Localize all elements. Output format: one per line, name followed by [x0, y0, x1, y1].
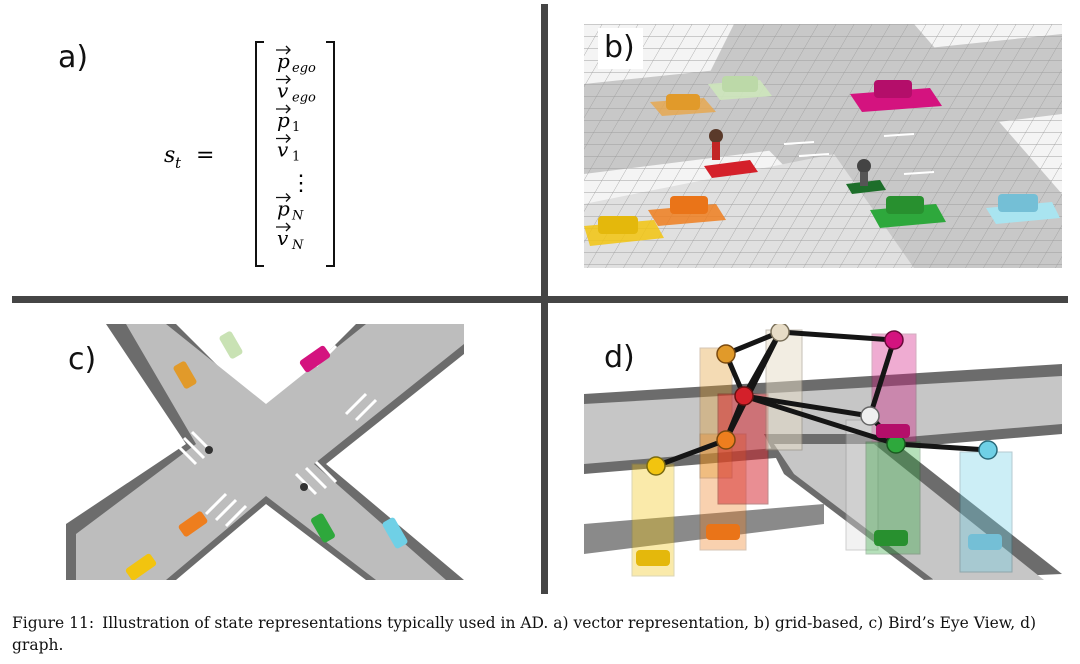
formula-equals: = [196, 143, 214, 168]
panel-label-b: b) [598, 28, 643, 69]
formula-subscript: N [291, 238, 304, 253]
panel-b: b) [584, 24, 1062, 268]
car-orange-bottom [670, 196, 708, 214]
grid-scene [584, 24, 1062, 268]
vector-arrow [276, 193, 291, 202]
vector-arrow [276, 222, 291, 232]
panel-label-d: d) [598, 338, 643, 379]
car-green [886, 196, 924, 214]
car-lightgreen [722, 76, 758, 92]
formula-lhs: s [164, 143, 175, 168]
formula-ellipsis: ⋮ [290, 171, 312, 196]
formula-subscript: ego [292, 61, 316, 76]
node-orange-top [716, 344, 736, 364]
graph-car-orange [706, 524, 740, 540]
formula-subscript: ego [292, 91, 316, 106]
column-cyan [959, 451, 1013, 573]
node-yellow [646, 456, 666, 476]
vector-arrow [276, 104, 291, 114]
caption-text: Illustration of state representations ty… [12, 614, 1037, 654]
pedestrian-2 [857, 159, 871, 173]
formula-subscript: 1 [292, 150, 300, 165]
car-orange-top [666, 94, 700, 110]
node-cyan [978, 440, 998, 460]
formula-symbol: p [277, 49, 290, 73]
graph-car-magenta [876, 424, 910, 438]
divider-horizontal [12, 296, 1068, 303]
formula-symbol: v [277, 138, 289, 162]
formula-symbol: v [277, 226, 289, 250]
panel-label-c: c) [66, 340, 105, 381]
bev-pedestrian-2 [300, 483, 308, 491]
formula-subscript: N [291, 209, 304, 224]
panel-c: c) [66, 324, 464, 580]
figure-caption: Figure 11:Illustration of state represen… [12, 612, 1068, 656]
car-cyan [998, 194, 1038, 212]
formula-symbol: v [277, 79, 289, 103]
caption-number: Figure 11: [12, 614, 95, 632]
vector-arrow [276, 45, 291, 55]
node-white [860, 406, 880, 426]
bev-car-green [311, 513, 335, 543]
vector-arrow [276, 75, 291, 84]
bev-scene [66, 324, 464, 580]
panel-label-a: a) [52, 38, 97, 79]
graph-car-yellow [636, 550, 670, 566]
panel-d: d) [584, 324, 1062, 580]
node-beige [770, 324, 790, 342]
bev-car-cyan [382, 517, 408, 549]
bev-car-lightgreen [219, 331, 243, 359]
bev-car-yellow [125, 553, 157, 580]
bev-pedestrian-1 [205, 446, 213, 454]
bev-car-magenta [299, 345, 331, 373]
graph-car-cyan [968, 534, 1002, 550]
car-magenta [874, 80, 912, 98]
vector-arrow [276, 134, 291, 143]
bev-car-orange-bottom [178, 511, 208, 537]
formula-lhs-sub: t [175, 154, 182, 172]
pedestrian-1 [709, 129, 723, 143]
bev-car-orange-top [173, 361, 197, 389]
node-red [734, 386, 754, 406]
graph-car-green [874, 530, 908, 546]
left-bracket [255, 41, 264, 267]
graph-scene [584, 324, 1062, 580]
node-magenta [884, 330, 904, 350]
node-orange-bottom [716, 430, 736, 450]
right-bracket [326, 41, 335, 267]
formula-symbol: p [277, 108, 290, 132]
car-yellow [598, 216, 638, 234]
formula-symbol: p [277, 197, 290, 221]
formula-subscript: 1 [292, 120, 300, 135]
